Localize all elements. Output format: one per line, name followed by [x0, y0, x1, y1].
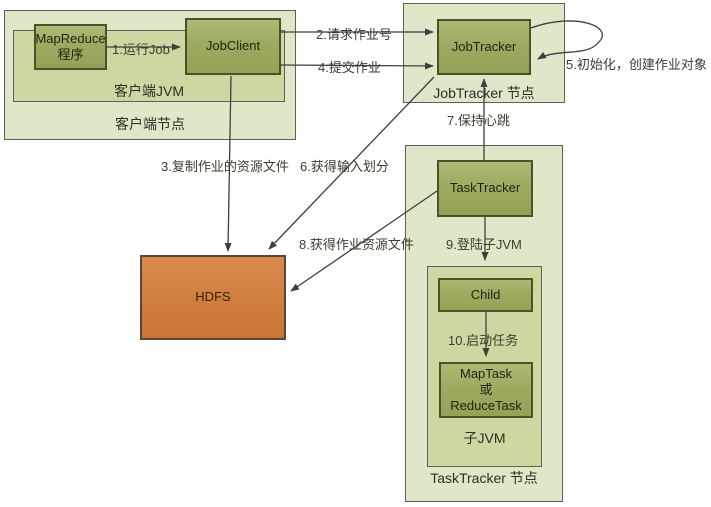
edge-label-3: 3.复制作业的资源文件	[161, 159, 289, 174]
child-jvm-label: 子JVM	[463, 430, 506, 446]
edge-label-6: 6.获得输入划分	[300, 159, 389, 174]
mapreduce-program-label-line1: MapReduce	[35, 30, 106, 46]
jobtracker-node-label: JobTracker 节点	[433, 85, 535, 101]
edge-label-5: 5.初始化，创建作业对象	[566, 57, 707, 72]
jobclient-node: JobClient	[185, 18, 281, 75]
mapreduce-program-label-line2: 程序	[57, 47, 84, 62]
edge-label-1: 1.运行Job	[112, 42, 170, 57]
edge-label-2: 2.请求作业号	[316, 27, 392, 42]
hdfs-label: HDFS	[195, 289, 231, 305]
child-node: Child	[438, 278, 533, 312]
hdfs-node: HDFS	[140, 255, 286, 340]
jobtracker-node: JobTracker	[437, 19, 531, 75]
maptask-reducetask-node: MapTask 或 ReduceTask	[439, 362, 533, 418]
client-node-label: 客户端节点	[115, 116, 185, 132]
maptask-label-line3: ReduceTask	[450, 398, 522, 414]
edge-label-8: 8.获得作业资源文件	[299, 237, 414, 252]
tasktracker-node-label: TaskTracker 节点	[430, 470, 538, 486]
jobtracker-label: JobTracker	[451, 38, 517, 54]
edge-label-10: 10.启动任务	[448, 333, 519, 348]
mapreduce-program-node: MapReduce 程序	[34, 24, 107, 70]
client-jvm-label: 客户端JVM	[114, 83, 184, 99]
maptask-label-line1: MapTask	[459, 365, 513, 381]
edge-label-7: 7.保持心跳	[447, 113, 510, 128]
tasktracker-label: TaskTracker	[449, 180, 521, 196]
tasktracker-node: TaskTracker	[437, 160, 533, 217]
edge-label-4: 4.提交作业	[318, 60, 381, 75]
jobclient-label: JobClient	[205, 38, 261, 54]
child-label: Child	[470, 286, 501, 302]
maptask-label-line2: 或	[479, 381, 493, 397]
edge-label-9: 9.登陆子JVM	[446, 237, 522, 252]
